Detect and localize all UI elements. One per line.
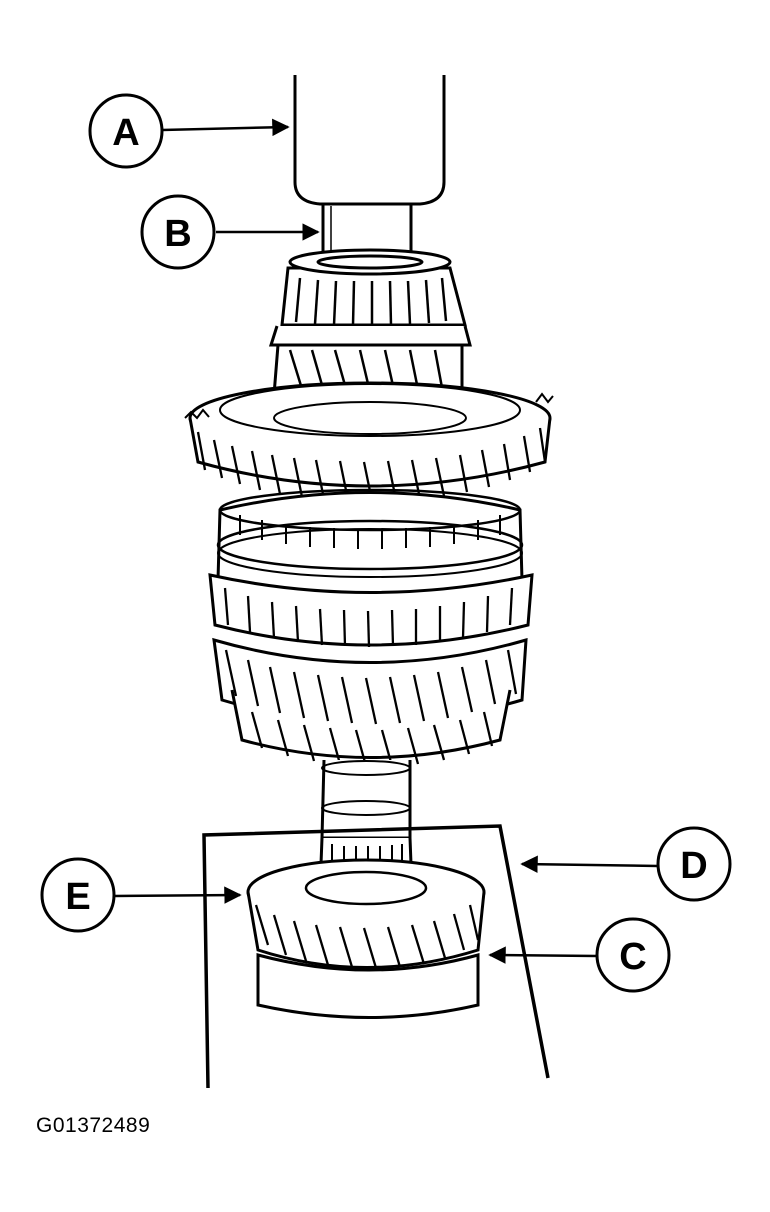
press-ram — [293, 75, 446, 206]
callout-c: C — [595, 917, 671, 993]
callout-b: B — [140, 194, 216, 270]
callout-b-circle — [140, 194, 216, 270]
callout-c-circle — [595, 917, 671, 993]
callout-b-label: B — [164, 213, 191, 255]
callout-a-circle — [88, 93, 164, 169]
callout-e: E — [40, 857, 116, 933]
large-helical-gear — [184, 381, 554, 502]
callout-d: D — [656, 826, 732, 902]
callout-d-label: D — [680, 845, 707, 887]
callout-e-label: E — [65, 876, 90, 918]
small-helical-gear — [246, 858, 486, 969]
leader-arrows — [113, 118, 659, 964]
callout-e-circle — [40, 857, 116, 933]
bearing-race — [256, 953, 480, 1019]
callout-a: A — [88, 93, 164, 169]
support-fixture — [202, 824, 550, 1089]
callout-d-circle — [656, 826, 732, 902]
figure-id: G01372489 — [36, 1114, 151, 1137]
shift-sleeve — [208, 573, 534, 648]
lower-helical-gears — [212, 637, 528, 767]
upper-bearing — [268, 248, 472, 347]
callout-a-label: A — [112, 112, 139, 154]
callout-c-label: C — [619, 936, 646, 978]
